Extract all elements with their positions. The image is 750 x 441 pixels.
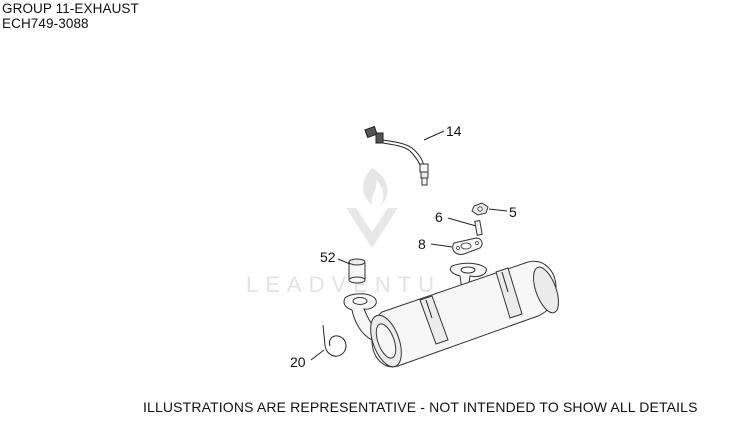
muffler-assembly[interactable] — [343, 260, 564, 371]
part-6-stud[interactable]: 6 — [435, 209, 483, 236]
model-code: ECH749-3088 — [2, 16, 89, 31]
part-8-gasket[interactable]: 8 — [418, 236, 483, 255]
part-14-oxygen-sensor[interactable]: 14 — [364, 123, 462, 186]
part-20-clip[interactable]: 20 — [290, 324, 347, 370]
callout-6: 6 — [435, 209, 443, 225]
callout-14: 14 — [446, 123, 462, 139]
disclaimer-note: ILLUSTRATIONS ARE REPRESENTATIVE - NOT I… — [143, 399, 698, 415]
callout-52: 52 — [320, 249, 336, 265]
callout-8: 8 — [418, 236, 426, 252]
watermark-text: LEADVENTU — [246, 272, 441, 297]
callout-20: 20 — [290, 354, 306, 370]
flame-logo-icon — [363, 168, 388, 206]
part-52-sleeve[interactable]: 52 — [320, 249, 366, 284]
group-title: GROUP 11-EXHAUST — [2, 1, 139, 16]
part-5-nut[interactable]: 5 — [471, 202, 517, 220]
chevron-logo-icon — [346, 208, 398, 248]
callout-5: 5 — [509, 204, 517, 220]
watermark: LEADVENTU — [246, 168, 441, 297]
